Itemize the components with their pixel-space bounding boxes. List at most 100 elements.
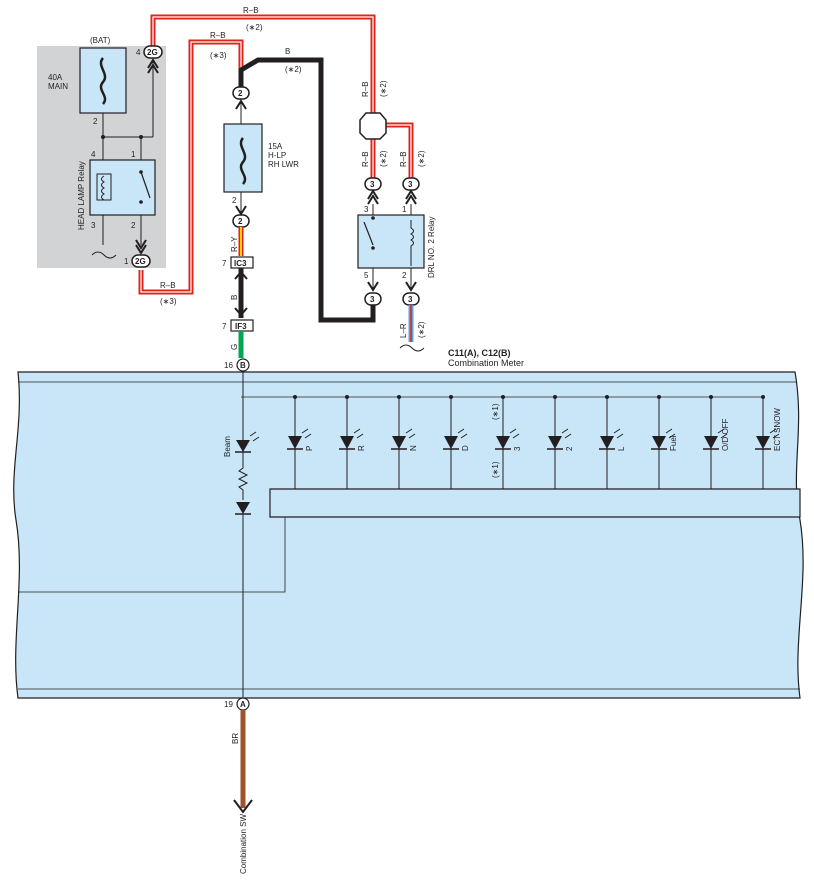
relay-coil-winding bbox=[101, 175, 105, 201]
wire-label-rb: R–B bbox=[160, 281, 176, 290]
main-fuse-rating: 40A bbox=[48, 73, 63, 82]
connector-ic3-label: IC3 bbox=[234, 259, 247, 268]
connector-3-label: 3 bbox=[408, 180, 413, 189]
connector-arrow-icon bbox=[135, 239, 147, 255]
indicator-led: D bbox=[443, 395, 470, 489]
meter-name: Combination Meter bbox=[448, 358, 524, 368]
red-wire-rb-top bbox=[150, 14, 376, 113]
splice-dot bbox=[101, 135, 105, 139]
connector-arrow-icon bbox=[405, 281, 417, 292]
destination-label: Combination SW bbox=[239, 814, 248, 874]
note-label: (∗1) bbox=[491, 461, 500, 478]
drl-pin: 5 bbox=[364, 271, 369, 280]
connector-3 bbox=[402, 177, 420, 191]
relay-contact bbox=[139, 200, 143, 204]
note-label: (∗3) bbox=[210, 51, 227, 60]
note-label: (∗2) bbox=[417, 321, 426, 338]
wire-label-br: BR bbox=[231, 733, 240, 744]
head-lamp-relay-label: HEAD LAMP Relay bbox=[77, 161, 86, 230]
hlp-fuse-icon bbox=[239, 137, 247, 185]
connector-arrow-icon bbox=[147, 58, 159, 74]
relay-pin: 1 bbox=[131, 150, 136, 159]
relay-contact bbox=[139, 170, 143, 174]
wire-label-rb: R–B bbox=[210, 31, 226, 40]
connector-arrow-icon bbox=[234, 270, 248, 280]
main-fuse-pin: 2 bbox=[93, 117, 98, 126]
connector-pin-7: 7 bbox=[222, 259, 227, 268]
indicator-led: ECT SNOW bbox=[755, 395, 782, 489]
indicator-led: L bbox=[599, 395, 626, 489]
indicator-label: O/D OFF bbox=[721, 418, 730, 451]
drl-pin: 3 bbox=[364, 205, 369, 214]
indicator-led: O/D OFF bbox=[703, 395, 730, 489]
connector-if3-label: IF3 bbox=[235, 322, 247, 331]
meter-pin-a-label: A bbox=[240, 700, 246, 709]
connector-2-top bbox=[232, 86, 250, 100]
wire-label-g: G bbox=[230, 344, 239, 350]
indicator-label: Fuel bbox=[669, 435, 678, 451]
combination-meter-body bbox=[13, 371, 804, 699]
indicator-led: R bbox=[339, 395, 366, 489]
wire-end-icon bbox=[399, 344, 425, 352]
note-label: (∗1) bbox=[491, 403, 500, 420]
connector-pin-7: 7 bbox=[222, 322, 227, 331]
connector-3 bbox=[364, 292, 382, 306]
drl-relay-label: DRL NO. 2 Relay bbox=[427, 217, 436, 279]
connector-2-top-label: 2 bbox=[238, 89, 243, 98]
note-label: (∗2) bbox=[417, 150, 426, 167]
note-label: (∗3) bbox=[160, 297, 177, 306]
connector-3-label: 3 bbox=[370, 180, 375, 189]
connector-3-label: 3 bbox=[370, 295, 375, 304]
wire-label-rb: R–B bbox=[361, 81, 370, 97]
main-fuse-name: MAIN bbox=[48, 82, 68, 91]
note-label: (∗2) bbox=[379, 150, 388, 167]
connector-arrow-icon bbox=[234, 307, 248, 317]
connector-2-bottom-label: 2 bbox=[238, 217, 243, 226]
hlp-fuse-name: H-LP bbox=[268, 151, 286, 160]
splice-dot bbox=[139, 135, 143, 139]
head-lamp-relay bbox=[89, 159, 156, 216]
destination-arrow-icon bbox=[233, 799, 253, 814]
junction-internal-wiring bbox=[91, 62, 154, 259]
wire-label-lr: L–R bbox=[399, 323, 408, 338]
black-wire-b bbox=[238, 57, 376, 323]
wire-label-rb: R–B bbox=[399, 151, 408, 167]
note-label: (∗2) bbox=[379, 80, 388, 97]
meter-inner-path bbox=[18, 517, 286, 593]
red-wire-rb-left bbox=[138, 39, 244, 295]
indicator-label-beam: Beam bbox=[223, 436, 232, 457]
wire-label-b: B bbox=[230, 295, 239, 300]
relay-pin: 4 bbox=[91, 150, 96, 159]
beam-indicator bbox=[235, 431, 260, 698]
note-label: (∗2) bbox=[246, 23, 263, 32]
indicator-led: Fuel bbox=[651, 395, 678, 489]
connector-2g-top-label: 2G bbox=[147, 48, 158, 57]
indicator-label: 3 bbox=[513, 446, 522, 451]
connector-arrow-icon bbox=[235, 205, 247, 216]
wire-label-b: B bbox=[285, 47, 290, 56]
hlp-fuse-name2: RH LWR bbox=[268, 160, 299, 169]
connector-arrow-icon bbox=[367, 281, 379, 292]
relay-contact bbox=[371, 246, 375, 250]
connector-2g-bottom-label: 2G bbox=[135, 257, 146, 266]
drl-coil-icon bbox=[410, 220, 414, 266]
meter-ground-bar bbox=[269, 488, 801, 518]
relay-switch-icon bbox=[140, 171, 151, 199]
indicator-label: L bbox=[617, 446, 626, 451]
connector-2g-top bbox=[143, 45, 163, 59]
note-label: (∗2) bbox=[285, 65, 302, 74]
indicator-label: R bbox=[357, 445, 366, 451]
drl-switch-icon bbox=[363, 221, 374, 246]
indicator-led: 3 bbox=[495, 395, 522, 489]
drl-pin: 1 bbox=[402, 205, 407, 214]
indicator-led: P bbox=[287, 395, 314, 489]
hlp-fuse-box bbox=[223, 123, 263, 193]
relay-contact bbox=[371, 216, 375, 220]
wire-label-ry: R–Y bbox=[230, 236, 239, 252]
meter-pin-16: 16 bbox=[224, 361, 233, 370]
wire-label-rb: R–B bbox=[361, 151, 370, 167]
indicator-led: N bbox=[391, 395, 418, 489]
meter-pin-b-label: B bbox=[240, 361, 246, 370]
indicator-label: ECT SNOW bbox=[773, 408, 782, 451]
